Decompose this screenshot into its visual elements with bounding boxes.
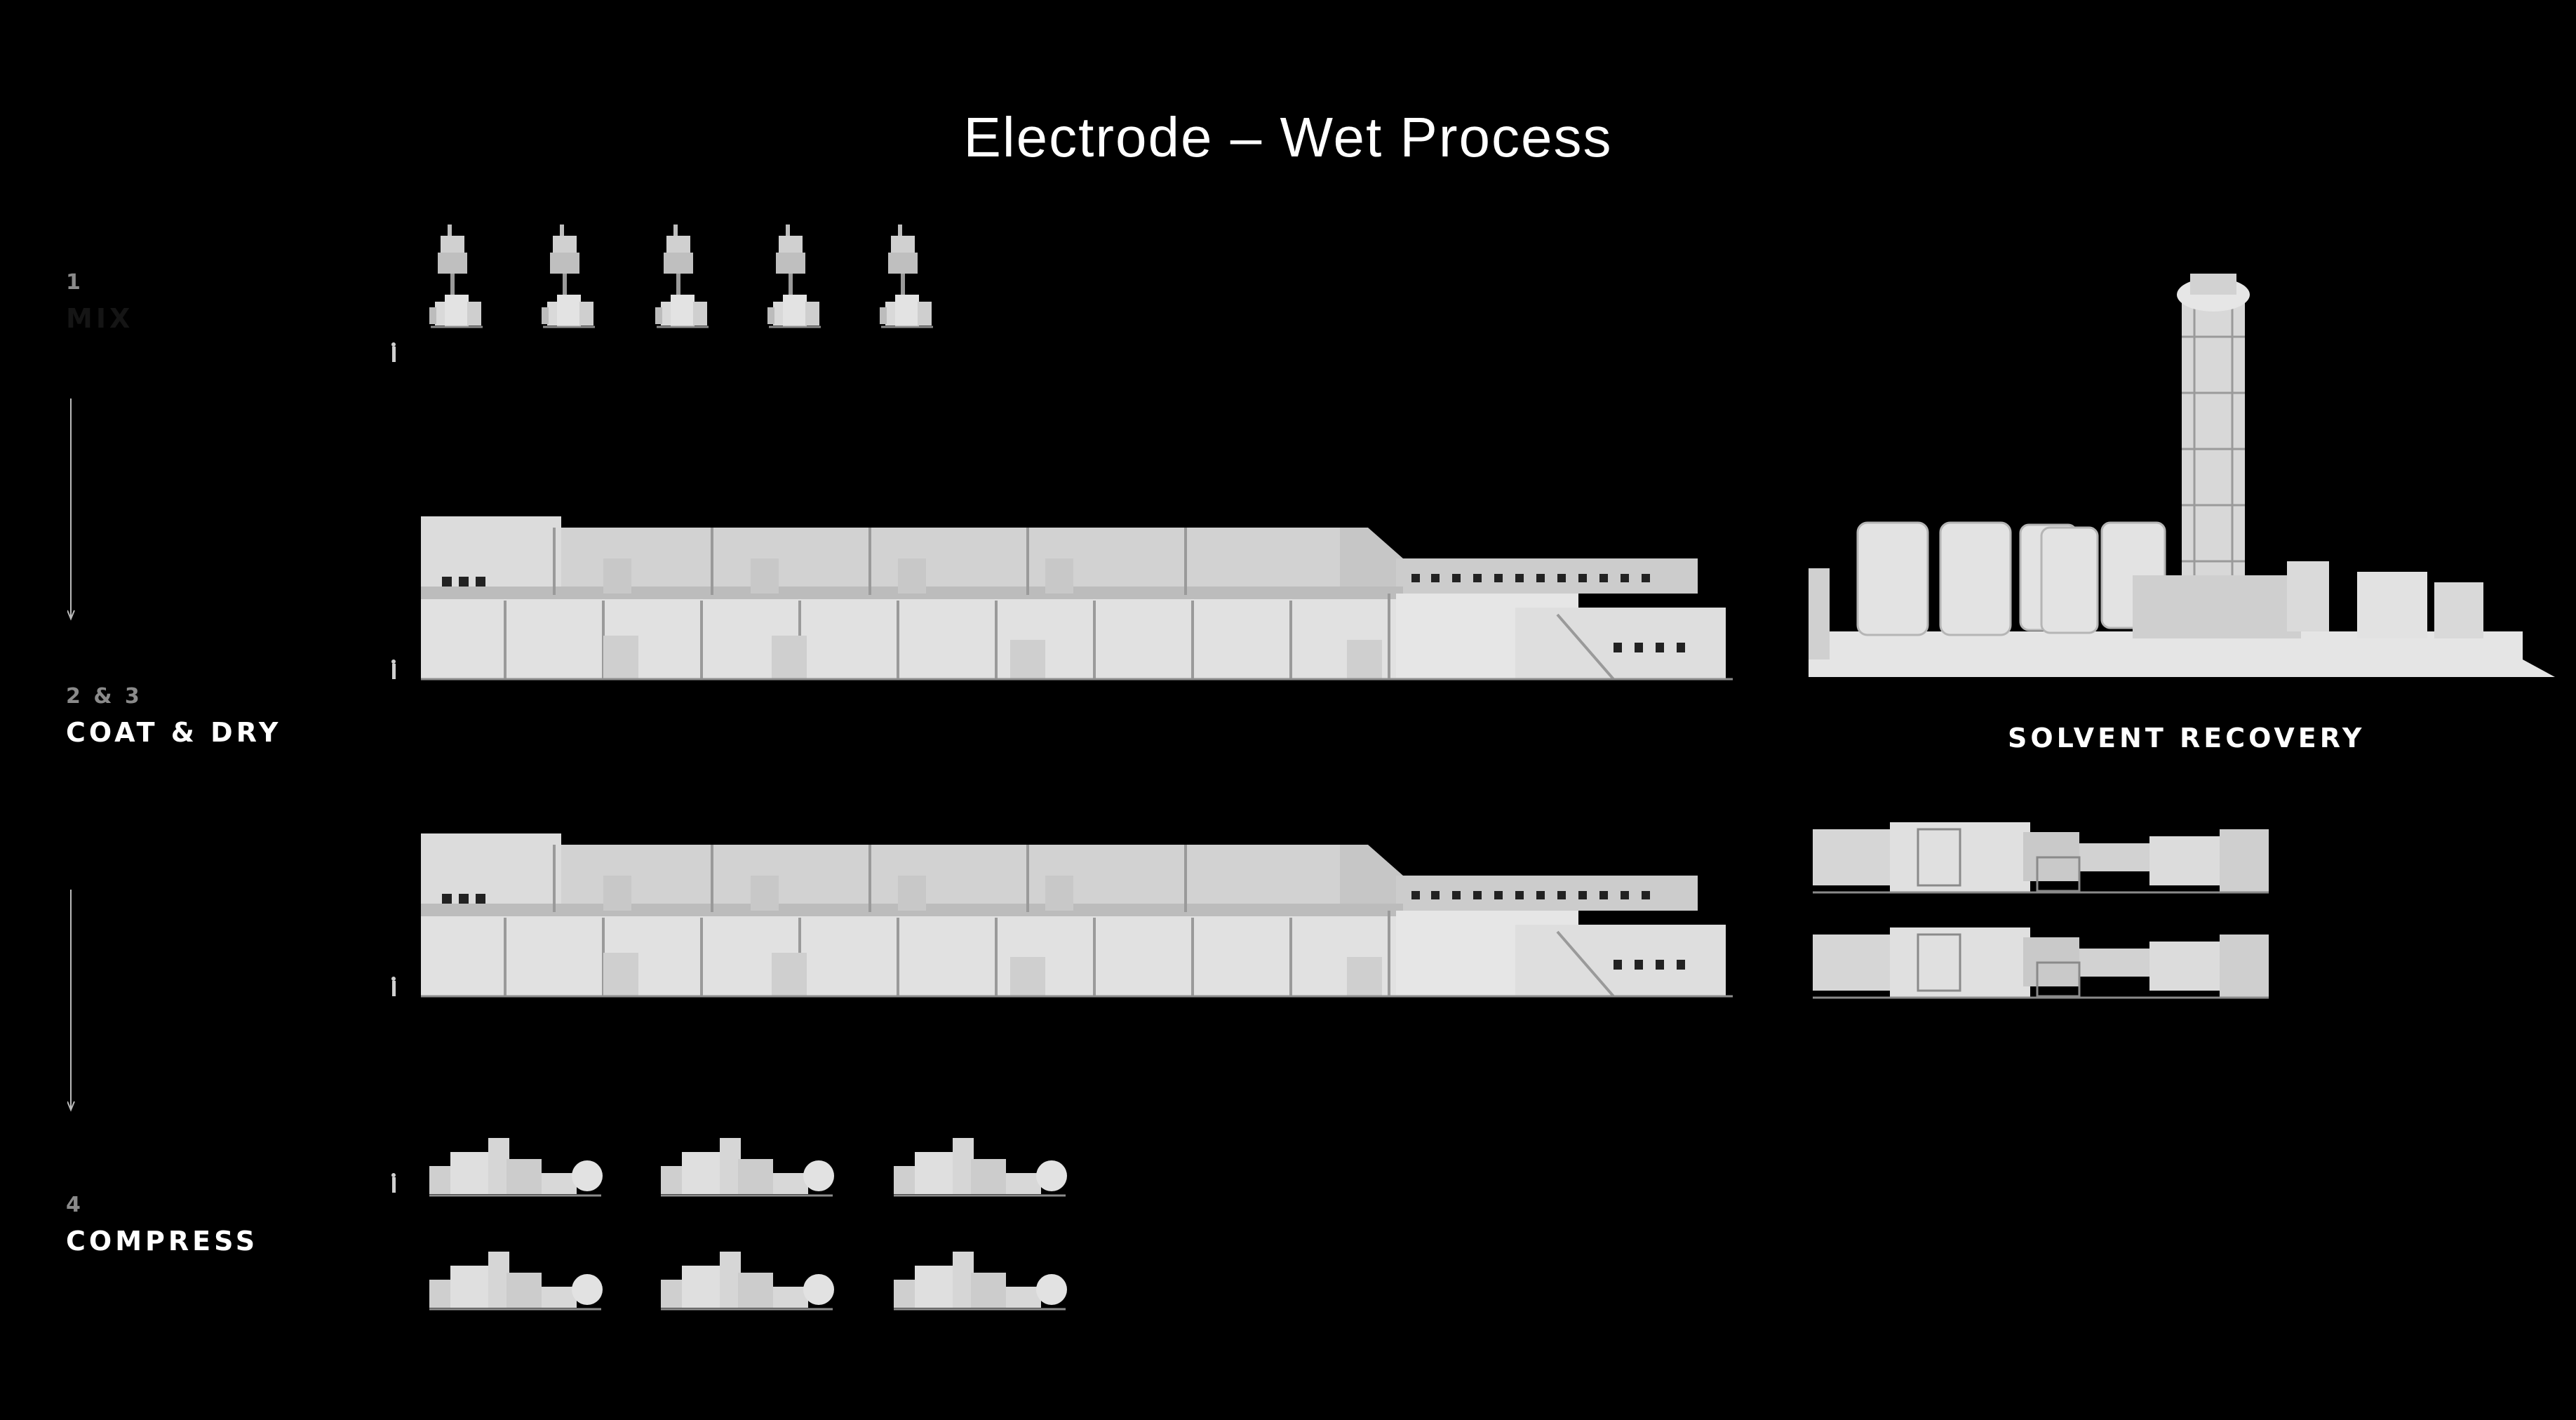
step-name: MIX bbox=[66, 303, 134, 334]
calender-press bbox=[892, 1250, 1068, 1311]
step-name: COMPRESS bbox=[66, 1226, 259, 1257]
mixer bbox=[654, 223, 710, 328]
thermal-oxidizer-unit bbox=[1811, 821, 2270, 894]
person-scale-figure bbox=[391, 342, 396, 362]
mixer bbox=[540, 223, 596, 328]
coating-drying-line bbox=[420, 515, 1734, 681]
step-name: COAT & DRY bbox=[66, 717, 282, 748]
solvent-recovery-label: SOLVENT RECOVERY bbox=[2008, 723, 2366, 753]
step-mix: 1 MIX bbox=[66, 270, 133, 334]
step-coat-dry: 2 & 3 COAT & DRY bbox=[66, 684, 281, 748]
step-number: 4 bbox=[66, 1193, 83, 1217]
thermal-oxidizer-unit bbox=[1811, 926, 2270, 999]
person-scale-figure bbox=[391, 1173, 396, 1193]
page-title: Electrode – Wet Process bbox=[963, 106, 1613, 168]
step-number: 2 & 3 bbox=[66, 684, 142, 709]
calender-press bbox=[659, 1250, 836, 1311]
down-arrow-icon bbox=[67, 890, 75, 1112]
step-compress: 4 COMPRESS bbox=[66, 1193, 258, 1257]
coating-drying-line bbox=[420, 832, 1734, 998]
calender-press bbox=[659, 1137, 836, 1197]
person-scale-figure bbox=[391, 659, 396, 679]
down-arrow-icon bbox=[67, 398, 75, 621]
mixer bbox=[428, 223, 484, 328]
mixer bbox=[878, 223, 934, 328]
person-scale-figure bbox=[391, 977, 396, 996]
step-number: 1 bbox=[66, 270, 83, 295]
solvent-recovery-plant bbox=[1809, 274, 2555, 677]
mixer bbox=[766, 223, 822, 328]
calender-press bbox=[428, 1250, 604, 1311]
calender-press bbox=[892, 1137, 1068, 1197]
calender-press bbox=[428, 1137, 604, 1197]
